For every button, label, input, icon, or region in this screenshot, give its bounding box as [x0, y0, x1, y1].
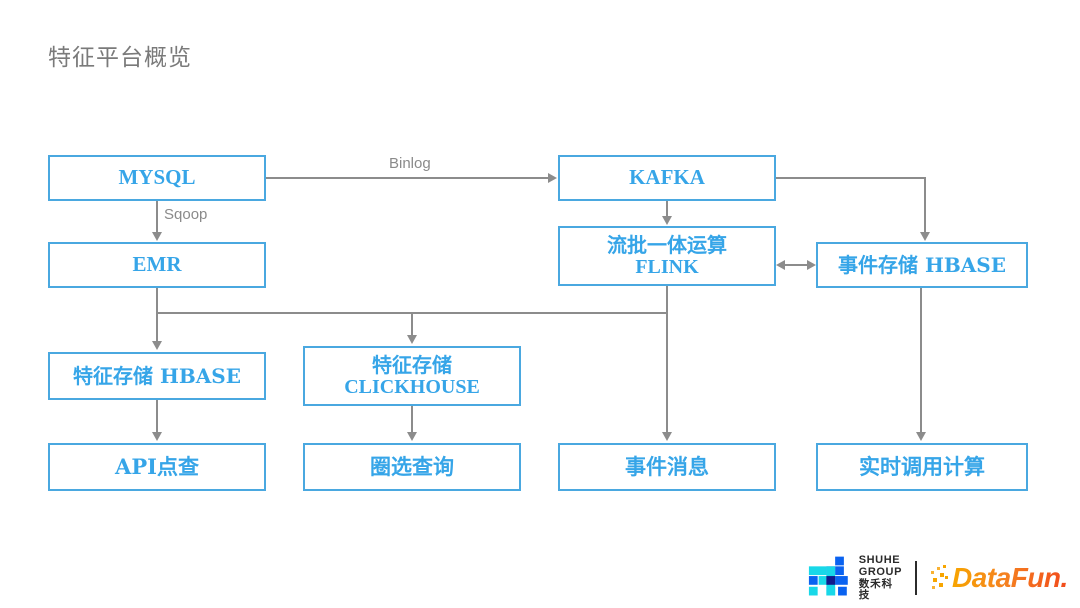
node-event-hbase-label: 事件存储 HBASE [838, 252, 1006, 277]
node-circle-query[interactable]: 圈选查询 [303, 443, 521, 491]
edge-mysql-emr-line [156, 201, 158, 233]
edge-kafka-hbase-hline [776, 177, 926, 179]
edge-label-sqoop: Sqoop [161, 206, 211, 223]
edge-bus-clickhouse-line [411, 312, 413, 336]
node-circle-query-label: 圈选查询 [370, 454, 454, 480]
edge-kafka-flink-arrowhead [662, 216, 672, 225]
logo-divider [915, 561, 918, 595]
edge-flink-hbase-arrowhead-left [776, 260, 785, 270]
footer-logos: SHUHE GROUP 数禾科技 [806, 552, 1080, 604]
node-clickhouse-label-line1: 特征存储 [372, 352, 452, 377]
node-flink-label-line2: FLINK [635, 256, 699, 278]
node-api-query-label: API点查 [115, 454, 199, 480]
edge-feathbase-api-arrowhead [152, 432, 162, 441]
edge-feathbase-api-line [156, 400, 158, 434]
shuhe-line1: SHUHE [858, 553, 901, 566]
node-emr-label: EMR [132, 252, 182, 277]
node-mysql-label: MYSQL [118, 165, 196, 190]
edge-kafka-hbase-vline [924, 177, 926, 233]
node-event-hbase[interactable]: 事件存储 HBASE [816, 242, 1028, 288]
node-api-query[interactable]: API点查 [48, 443, 266, 491]
edge-hbase-realtime-arrowhead [916, 432, 926, 441]
node-kafka[interactable]: KAFKA [558, 155, 776, 201]
node-flink[interactable]: 流批一体运算 FLINK [558, 226, 776, 286]
datafun-dots-icon [931, 565, 949, 589]
node-clickhouse-label-line2: CLICKHOUSE [344, 376, 480, 398]
edge-flink-eventmsg-arrowhead [662, 432, 672, 441]
edge-kafka-hbase-arrowhead [920, 232, 930, 241]
edge-flink-hbase-line [781, 264, 813, 266]
shuhe-line3: 数禾科技 [858, 577, 894, 602]
edge-mysql-kafka-line [266, 177, 548, 179]
node-event-message-label: 事件消息 [625, 454, 709, 480]
edge-emr-down-line [156, 288, 158, 342]
node-realtime-compute-label: 实时调用计算 [859, 454, 985, 480]
node-flink-label-line1: 流批一体运算 [607, 232, 727, 257]
shuhe-line2: GROUP [858, 566, 903, 579]
node-event-message[interactable]: 事件消息 [558, 443, 776, 491]
edge-flink-hbase-arrowhead-right [807, 260, 816, 270]
shuhe-wordmark: SHUHE GROUP 数禾科技 [859, 554, 904, 602]
datafun-text: DataFun. [952, 562, 1068, 593]
node-feature-hbase-label: 特征存储 HBASE [73, 363, 241, 388]
page-title: 特征平台概览 [48, 44, 192, 70]
edge-bus-clickhouse-arrowhead [407, 335, 417, 344]
edge-clickhouse-circle-line [411, 406, 413, 434]
edge-flink-eventmsg-line [666, 286, 668, 434]
node-kafka-label: KAFKA [629, 165, 705, 190]
node-emr[interactable]: EMR [48, 242, 266, 288]
datafun-logo: DataFun. [931, 561, 1080, 595]
edge-clickhouse-circle-arrowhead [407, 432, 417, 441]
edge-kafka-flink-line [666, 201, 668, 217]
node-realtime-compute[interactable]: 实时调用计算 [816, 443, 1028, 491]
shuhe-pixel-mark [808, 556, 848, 596]
edge-label-binlog: Binlog [386, 155, 434, 172]
edge-emr-feathbase-arrowhead [152, 341, 162, 350]
edge-hbase-realtime-line [920, 288, 922, 434]
node-mysql[interactable]: MYSQL [48, 155, 266, 201]
shuhe-group-logo: SHUHE GROUP 数禾科技 [806, 554, 903, 602]
node-feature-hbase[interactable]: 特征存储 HBASE [48, 352, 266, 400]
datafun-wordmark: DataFun. [952, 562, 1068, 593]
edge-mysql-emr-arrowhead [152, 232, 162, 241]
node-clickhouse[interactable]: 特征存储 CLICKHOUSE [303, 346, 521, 406]
edge-mysql-kafka-arrowhead [548, 173, 557, 183]
